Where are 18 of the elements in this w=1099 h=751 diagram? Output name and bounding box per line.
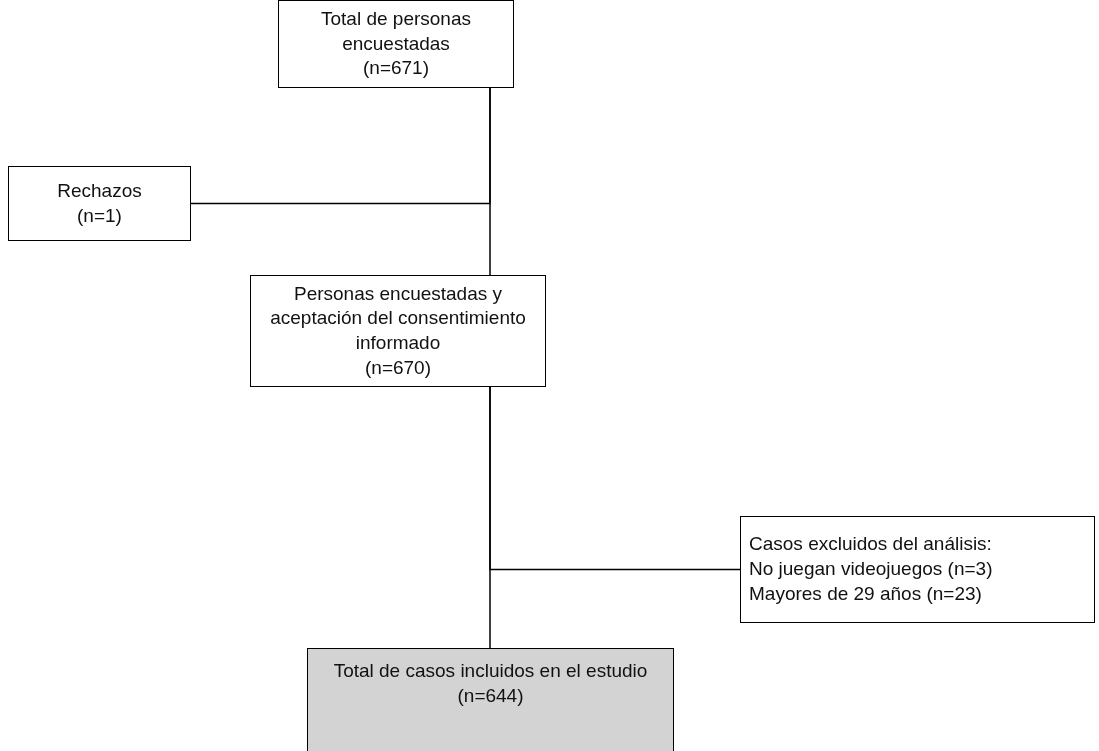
flow-box [740, 516, 1095, 623]
connector-line [190, 87, 491, 205]
box-text: Casos excluidos del análisis: [749, 532, 992, 557]
flow-box [307, 648, 674, 751]
box-text: Rechazos [57, 178, 142, 203]
box-text: Total de personas encuestadas [320, 6, 472, 56]
box-text: Mayores de 29 años (n=23) [749, 581, 982, 606]
box-text: No juegan videojuegos (n=3) [749, 557, 993, 582]
box-text: Personas encuestadas y aceptación del consentimiento informado [269, 281, 527, 355]
box-text: Total de casos incluidos en el estudio [333, 659, 648, 683]
box-text: (n=1) [77, 203, 122, 228]
flow-box [250, 275, 546, 387]
box-text: (n=644) [457, 683, 524, 708]
box-text: (n=670) [365, 355, 431, 380]
box-text: (n=671) [363, 56, 429, 81]
connector-line [489, 386, 741, 571]
flow-box [278, 0, 514, 88]
flow-box [8, 166, 191, 241]
